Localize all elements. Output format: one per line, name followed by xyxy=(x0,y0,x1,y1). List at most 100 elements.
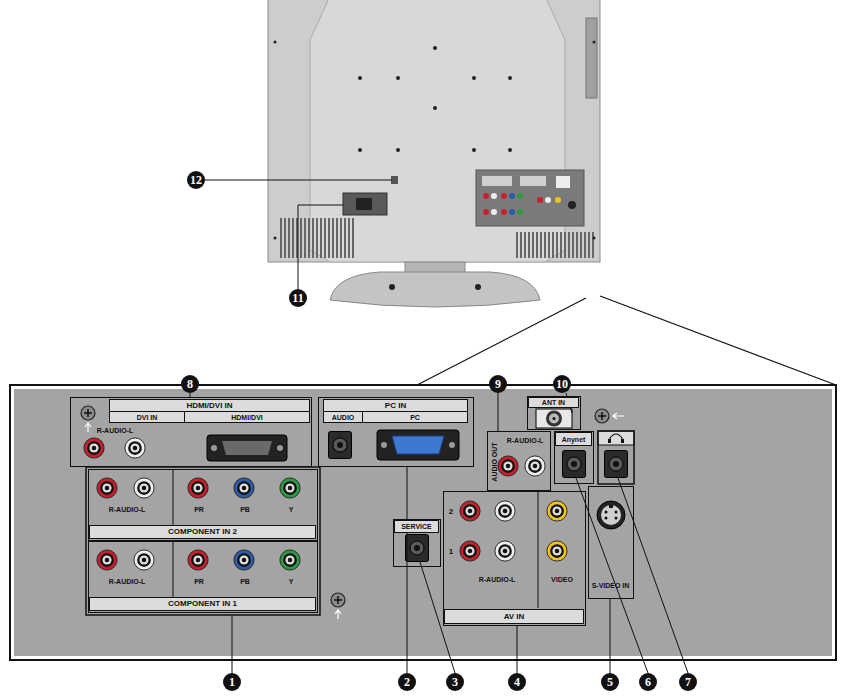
stand-base xyxy=(330,272,540,307)
rca-jack xyxy=(125,438,145,458)
screw xyxy=(595,409,609,423)
tv-port-panel xyxy=(476,170,584,226)
port-label: 2 xyxy=(445,505,457,519)
callout-number: 4 xyxy=(508,673,526,691)
side-slot xyxy=(586,18,597,98)
headphone-symbol xyxy=(610,434,622,442)
power-socket xyxy=(343,193,387,215)
port-label: PR xyxy=(184,576,214,586)
callout-number: 2 xyxy=(398,673,416,691)
vga-plate xyxy=(377,430,459,460)
port-label: S-VIDEO IN xyxy=(589,577,632,593)
callout-number: 10 xyxy=(553,375,571,393)
callout-number: 8 xyxy=(181,375,199,393)
port-label: Y xyxy=(276,504,306,514)
rca-jack xyxy=(134,550,154,570)
port-label: 1 xyxy=(445,545,457,559)
mini-jack xyxy=(563,451,586,478)
zoom-line xyxy=(600,296,836,385)
vent-grille xyxy=(516,232,594,258)
svideo-jack xyxy=(597,501,625,529)
svideo-pins xyxy=(605,505,618,520)
port-label: ANT IN xyxy=(528,397,579,408)
port-label: PB xyxy=(230,576,260,586)
headphone-symbol xyxy=(621,439,624,443)
port-group: ANT IN xyxy=(527,396,581,430)
callout-number: 6 xyxy=(639,673,657,691)
rca-jack xyxy=(547,501,567,521)
screw-arrow xyxy=(85,423,91,432)
zoom-line xyxy=(417,298,586,385)
port-label: COMPONENT IN 1 xyxy=(89,597,316,611)
screw-arrow xyxy=(335,610,341,619)
panel-frame xyxy=(10,385,836,660)
leader-line xyxy=(205,180,392,181)
rca-jack xyxy=(280,550,300,570)
rca-jack xyxy=(97,550,117,570)
hdmi-screw xyxy=(211,445,217,451)
port-group: R-AUDIO-LPRPBYCOMPONENT IN 1 xyxy=(88,541,318,613)
port-label: DVI IN xyxy=(109,411,185,423)
hdmi-screw xyxy=(277,445,283,451)
hdmi-port xyxy=(207,435,287,461)
rca-jack xyxy=(97,478,117,498)
callout-number: 11 xyxy=(289,289,307,307)
coax-pin xyxy=(553,417,556,420)
rca-jack xyxy=(134,478,154,498)
port-label: PC xyxy=(362,411,468,423)
rca-jack xyxy=(460,541,480,561)
callout-number: 5 xyxy=(601,673,619,691)
callout-number: 1 xyxy=(223,673,241,691)
rca-jack xyxy=(525,456,545,476)
headphone-band xyxy=(598,431,634,445)
coax-jack xyxy=(546,411,562,427)
callout-number: 9 xyxy=(489,375,507,393)
mini-jack xyxy=(605,451,628,478)
vga-screw xyxy=(381,442,387,448)
port-group: HDMI/DVI INDVI INHDMI/DVIR-AUDIO-L xyxy=(70,397,312,467)
lock-slot xyxy=(391,176,398,184)
port-label: Anynet xyxy=(555,432,592,446)
rca-jack xyxy=(495,541,515,561)
stand-screw xyxy=(475,284,481,290)
power-socket-inlet xyxy=(356,198,372,210)
port-label: R-AUDIO-L xyxy=(501,435,549,445)
headphone-outline xyxy=(598,431,634,484)
rca-jack xyxy=(234,550,254,570)
port-label: R-AUDIO-L xyxy=(454,573,540,585)
hdmi-socket xyxy=(222,441,272,455)
callout-number: 12 xyxy=(187,171,205,189)
vent-grille xyxy=(278,218,354,258)
port-label: PB xyxy=(230,504,260,514)
port-group: SERVICE xyxy=(393,519,441,567)
tv-port-dots xyxy=(482,176,576,215)
port-label: HDMI/DVI xyxy=(184,411,310,423)
port-group: S-VIDEO IN xyxy=(588,486,634,599)
tv-back xyxy=(268,0,600,262)
svideo-jack-face xyxy=(601,505,621,525)
port-group: AUDIO OUTR-AUDIO-L xyxy=(487,431,551,491)
port-group: 21R-AUDIO-LVIDEOAV IN xyxy=(443,491,586,626)
port-group: Anynet xyxy=(554,431,594,484)
vga-port xyxy=(392,436,444,454)
port-label: SERVICE xyxy=(394,520,439,533)
port-group: R-AUDIO-L PR PB Y COMPONENT IN 2 xyxy=(88,469,318,541)
headphone-symbol xyxy=(608,439,611,443)
divider xyxy=(538,491,539,608)
port-label: R-AUDIO-L xyxy=(75,425,155,435)
rca-jack xyxy=(188,478,208,498)
port-label: AUDIO OUT xyxy=(488,432,500,492)
rca-jack xyxy=(188,550,208,570)
rca-jack xyxy=(84,438,104,458)
port-label: COMPONENT IN 2 xyxy=(89,525,316,539)
port-label: PR xyxy=(184,504,214,514)
rca-jack xyxy=(234,478,254,498)
stand-screw xyxy=(389,284,395,290)
rca-jack xyxy=(498,456,518,476)
port-label: AUDIO xyxy=(323,411,363,423)
port-label: R-AUDIO-L xyxy=(89,504,165,514)
screw-arrow xyxy=(613,413,624,419)
mini-jack xyxy=(406,535,429,562)
